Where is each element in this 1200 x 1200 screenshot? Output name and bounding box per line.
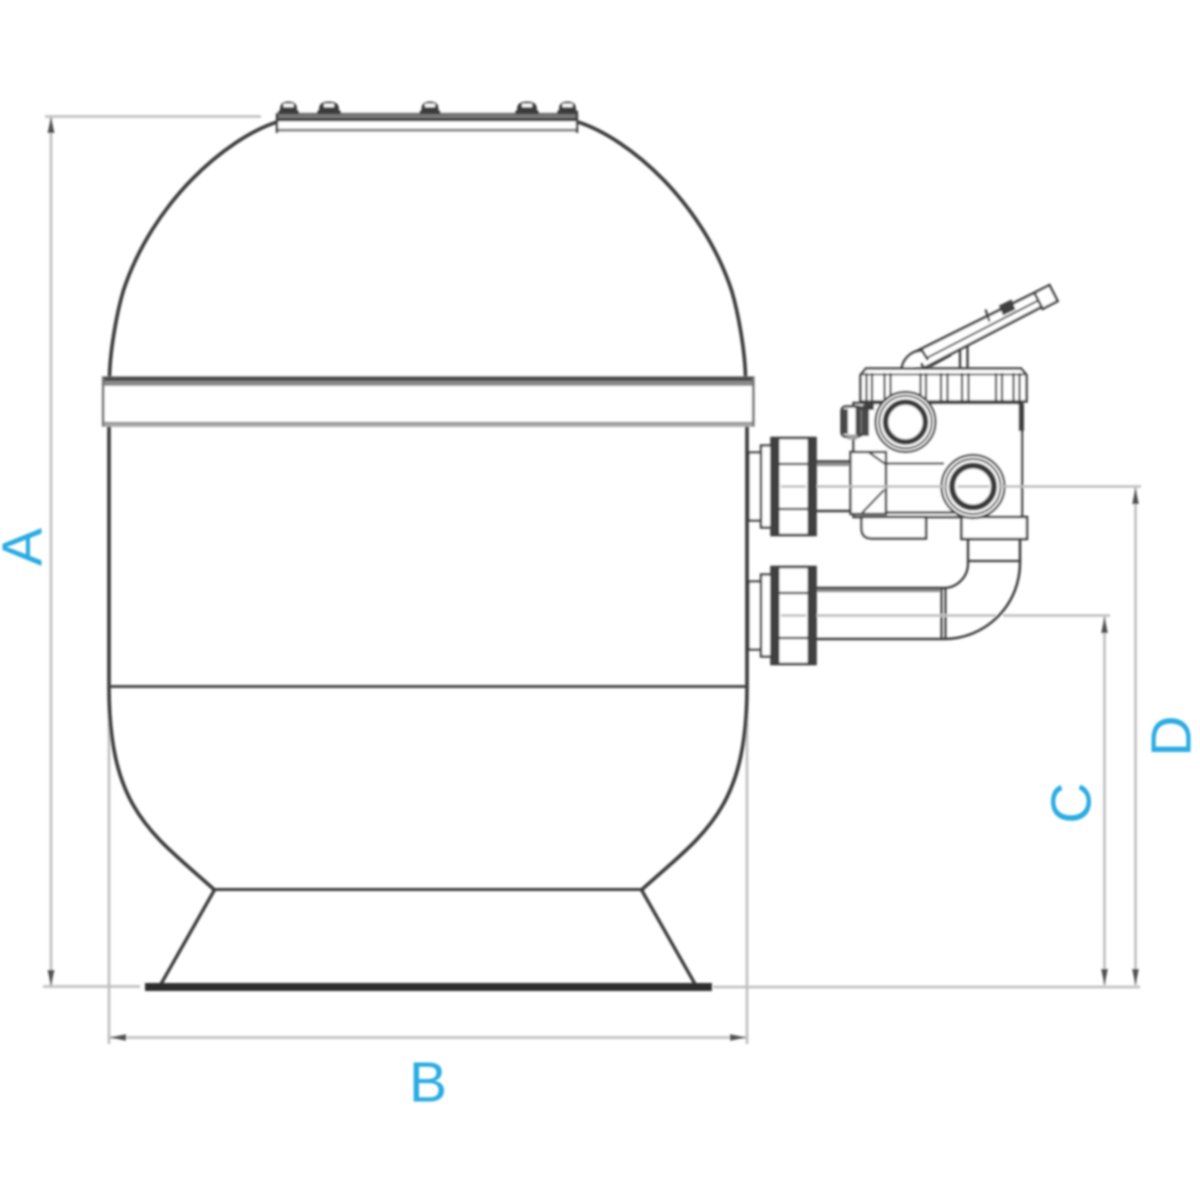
svg-text:D: D [1140, 715, 1200, 756]
svg-text:C: C [1040, 782, 1104, 823]
svg-text:A: A [0, 528, 55, 566]
svg-text:B: B [409, 1051, 447, 1115]
